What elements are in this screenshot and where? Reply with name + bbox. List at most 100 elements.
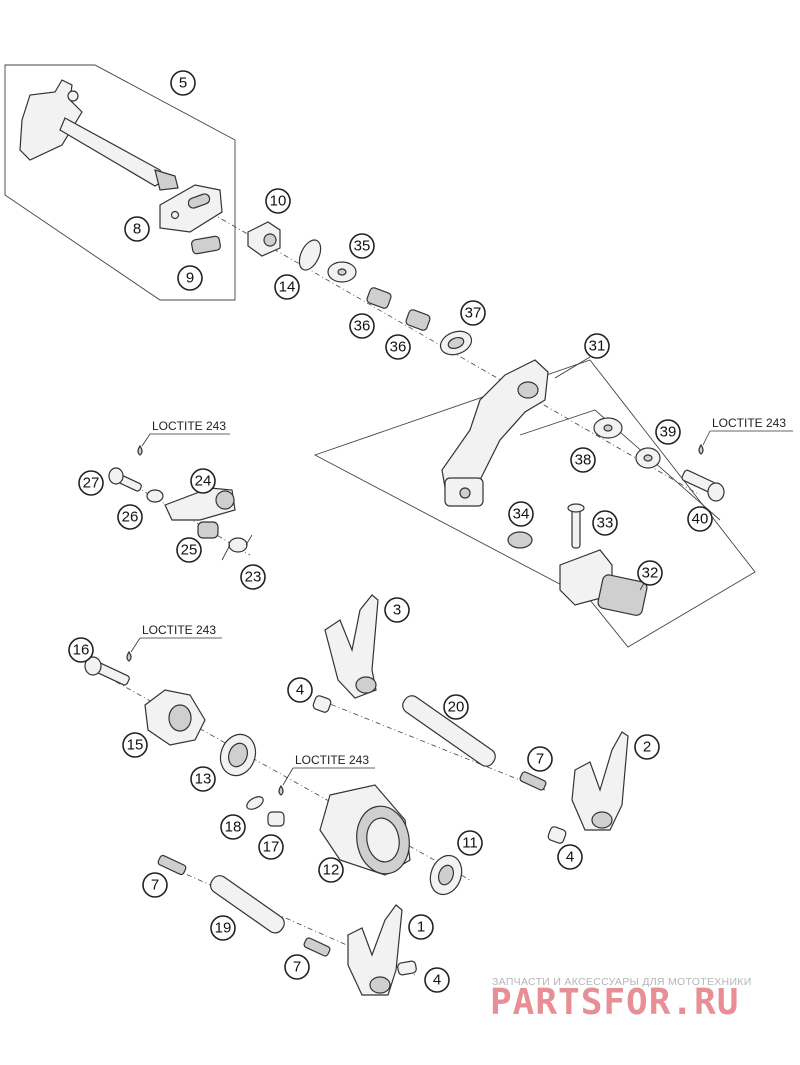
callout-40: 40 (687, 506, 713, 532)
shift-shaft-part (19, 79, 179, 191)
callout-39-label: 39 (660, 424, 677, 441)
washer-part-13 (219, 733, 257, 777)
callout-12-label: 12 (323, 862, 340, 879)
washer-part-11 (429, 854, 463, 896)
callout-37: 37 (460, 300, 486, 326)
callout-4c: 4 (424, 967, 450, 993)
loctite-label-4: LOCTITE 243 (295, 753, 369, 767)
shift-lever-part (441, 359, 549, 507)
callout-20-label: 20 (448, 699, 465, 716)
droplet-icon (126, 650, 132, 662)
axis-fork-rail-lower (164, 864, 416, 976)
callout-32: 32 (637, 560, 663, 586)
callout-4a-label: 4 (296, 682, 304, 699)
callout-39: 39 (655, 419, 681, 445)
watermark-tagline: ЗАПЧАСТИ И АКСЕССУАРЫ ДЛЯ МОТОТЕХНИКИ (492, 976, 752, 988)
callout-23: 23 (240, 564, 266, 590)
circlip-part-14 (298, 239, 322, 271)
callout-34-label: 34 (513, 506, 530, 523)
callout-36b: 36 (385, 334, 411, 360)
spring-part-7a (519, 771, 547, 791)
shift-fork-part-1 (347, 904, 403, 996)
callout-8: 8 (124, 216, 150, 242)
callout-18-label: 18 (225, 819, 242, 836)
bearing-part-36b (405, 309, 431, 331)
pin-part-18 (246, 796, 264, 810)
callout-15-label: 15 (127, 737, 144, 754)
callout-15: 15 (122, 732, 148, 758)
callout-23-label: 23 (245, 569, 262, 586)
callout-12: 12 (318, 857, 344, 883)
spring-part-23 (221, 534, 253, 561)
footrest-part-32 (559, 549, 648, 616)
callout-7a: 7 (527, 746, 553, 772)
callout-16-label: 16 (73, 642, 90, 659)
callout-19: 19 (210, 915, 236, 941)
callout-1-label: 1 (417, 919, 425, 936)
callout-31: 31 (584, 333, 610, 359)
callout-26-label: 26 (122, 509, 139, 526)
rail-part-19 (209, 875, 285, 934)
pin-part-17 (267, 811, 285, 827)
callout-17-label: 17 (263, 839, 280, 856)
callout-4b: 4 (557, 844, 583, 870)
callout-32-label: 32 (642, 565, 659, 582)
axis-fork-rail-upper (319, 699, 546, 791)
callout-4b-label: 4 (566, 849, 574, 866)
callout-18: 18 (220, 814, 246, 840)
callout-2-label: 2 (643, 739, 651, 756)
callout-9: 9 (177, 265, 203, 291)
rail-part-20 (402, 695, 496, 767)
callout-38-label: 38 (575, 452, 592, 469)
callout-7b: 7 (142, 872, 168, 898)
droplet-icon (278, 784, 284, 796)
callout-33-label: 33 (597, 515, 614, 532)
shift-plate-part (159, 184, 223, 233)
screw-part-16 (84, 656, 130, 686)
callout-14: 14 (274, 274, 300, 300)
pin-part-33 (567, 503, 585, 549)
loctite-note-2: LOCTITE 243 (698, 416, 793, 455)
spring-part-7c (303, 937, 331, 957)
pin-part-4c (397, 960, 417, 976)
seal-part-37 (439, 330, 473, 356)
callout-27-label: 27 (83, 475, 100, 492)
loctite-note-1: LOCTITE 243 (137, 419, 230, 456)
shift-drum-part-12 (319, 784, 411, 876)
callout-27: 27 (78, 470, 104, 496)
washer-part-26 (146, 489, 164, 503)
callout-10: 10 (265, 188, 291, 214)
washer-part-35 (327, 261, 357, 283)
group-box-shift-shaft (4, 64, 236, 301)
callout-7c-label: 7 (293, 959, 301, 976)
spring-part-9 (191, 235, 221, 255)
loctite-note-3: LOCTITE 243 (126, 623, 222, 662)
callout-38: 38 (570, 447, 596, 473)
watermark-logo: PARTSFOR.RU (490, 982, 739, 1023)
callout-36a: 36 (349, 313, 375, 339)
callout-13-label: 13 (195, 771, 212, 788)
callout-24-label: 24 (195, 473, 212, 490)
callout-2: 2 (634, 734, 660, 760)
callout-16: 16 (68, 637, 94, 663)
callout-5-label: 5 (179, 75, 187, 92)
lock-washer-part-39 (635, 447, 661, 469)
callout-25-label: 25 (181, 542, 198, 559)
callout-7c: 7 (284, 954, 310, 980)
loctite-label-3: LOCTITE 243 (142, 623, 216, 637)
screw-part-40 (681, 469, 725, 502)
shift-fork-part-3 (324, 594, 379, 699)
bearing-part-36a (366, 287, 392, 309)
callout-17: 17 (258, 834, 284, 860)
callout-4a: 4 (287, 677, 313, 703)
roller-part-25 (197, 521, 219, 539)
callout-7a-label: 7 (536, 751, 544, 768)
callout-19-label: 19 (215, 920, 232, 937)
watermark: ЗАПЧАСТИ И АКСЕССУАРЫ ДЛЯ МОТОТЕХНИКИ PA… (490, 976, 752, 1023)
callout-8-label: 8 (133, 221, 141, 238)
callout-3-label: 3 (393, 602, 401, 619)
callout-13: 13 (190, 766, 216, 792)
loctite-note-4: LOCTITE 243 (278, 753, 375, 796)
callout-20: 20 (443, 694, 469, 720)
